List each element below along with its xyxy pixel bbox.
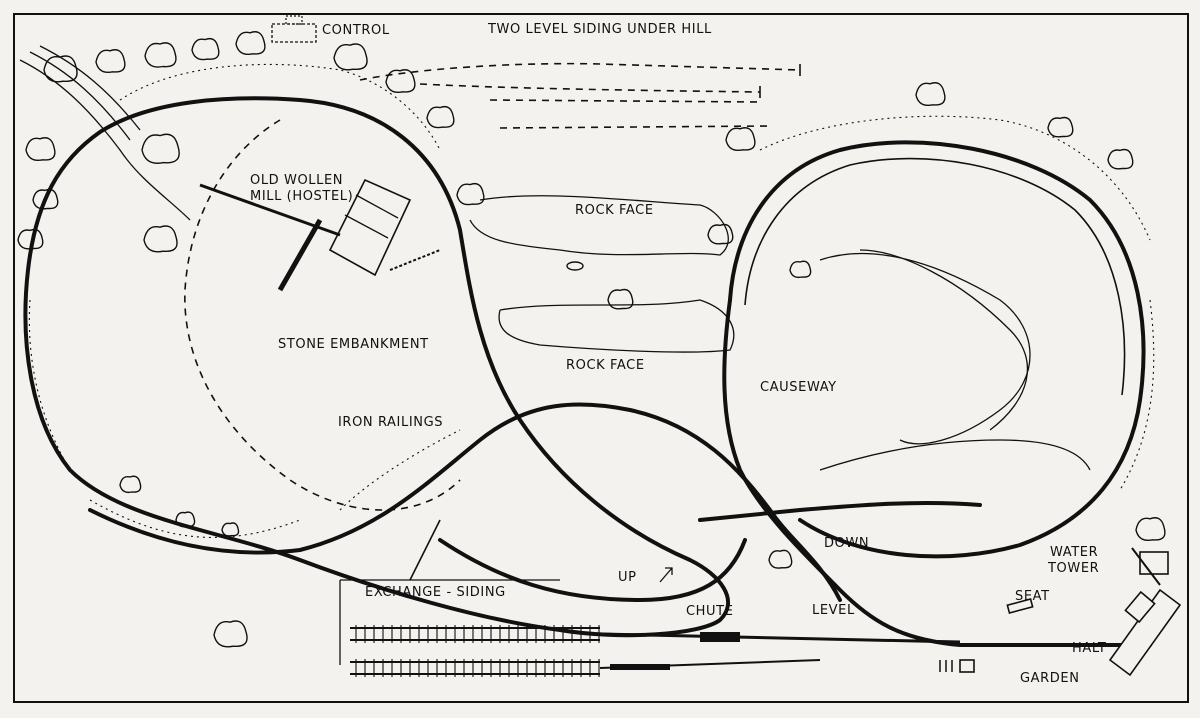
hidden-sidings — [359, 62, 801, 129]
label-chute: CHUTE — [686, 604, 734, 619]
up-arrow — [659, 567, 673, 583]
diagram-title: TWO LEVEL SIDING UNDER HILL — [487, 22, 712, 37]
tree-icon — [221, 522, 240, 537]
label-causeway: CAUSEWAY — [760, 380, 837, 395]
tree-icon — [235, 31, 266, 55]
label-exchange-siding: EXCHANGE - SIDING — [365, 585, 506, 600]
yard-sleepers — [355, 625, 600, 677]
tree-icon — [1135, 517, 1166, 541]
water-tower — [1131, 547, 1169, 586]
tree-icon — [25, 137, 56, 161]
tree-icon — [915, 82, 946, 106]
left-inner-dashed-loop — [184, 119, 461, 511]
yard-tracks — [350, 627, 961, 675]
tree-icon — [141, 133, 180, 164]
garden-gate — [939, 659, 975, 673]
tree-icon — [17, 228, 44, 250]
crossing-track — [88, 402, 842, 602]
trees — [17, 31, 1166, 648]
label-seat: SEAT — [1015, 589, 1050, 604]
tree-icon — [191, 37, 220, 61]
tree-icon — [43, 55, 78, 83]
tree-icon — [144, 42, 177, 68]
label-mill-line2: MILL (HOSTEL) — [250, 189, 353, 204]
rock-faces — [469, 195, 735, 353]
label-control: CONTROL — [322, 23, 390, 38]
tree-icon — [607, 288, 634, 310]
tree-icon — [725, 127, 756, 151]
tree-icon — [95, 49, 126, 73]
tree-icon — [333, 43, 368, 71]
tree-icon — [213, 620, 248, 648]
tree-icon — [143, 225, 178, 253]
label-stone-embankment: STONE EMBANKMENT — [278, 337, 429, 352]
baseboard-frame — [13, 13, 1189, 703]
label-rock-face-mid: ROCK FACE — [566, 358, 645, 373]
hill-contours — [819, 249, 1091, 471]
tree-icon — [789, 260, 812, 279]
exchange-siding — [339, 519, 560, 665]
tree-icon — [426, 105, 455, 129]
seat — [1006, 598, 1034, 614]
label-level: LEVEL — [812, 603, 855, 618]
tree-icon — [1107, 148, 1134, 170]
old-mill-building — [199, 178, 441, 292]
left-loop-track — [23, 96, 731, 638]
right-loop-track — [728, 140, 1146, 559]
tree-icon — [32, 188, 59, 210]
causeway-track — [722, 298, 1152, 647]
label-water: WATER — [1050, 545, 1098, 560]
tree-icon — [385, 69, 416, 93]
embankments — [28, 63, 1155, 538]
label-up: UP — [618, 570, 637, 585]
tree-icon — [456, 182, 485, 206]
control-panel — [271, 15, 317, 43]
label-halt: HALT — [1072, 641, 1106, 656]
tree-icon — [119, 475, 142, 494]
down-line-track — [698, 500, 982, 522]
up-line-track — [438, 538, 747, 603]
label-down: DOWN — [824, 536, 869, 551]
tree-icon — [175, 511, 196, 528]
label-mill-line1: OLD WOLLEN — [250, 173, 343, 188]
label-garden: GARDEN — [1020, 671, 1080, 686]
tree-icon — [1047, 116, 1074, 138]
halt-platform — [1108, 588, 1182, 677]
tree-icon — [707, 223, 734, 245]
label-tower: TOWER — [1047, 561, 1099, 576]
tree-icon — [768, 549, 793, 569]
label-iron-railings: IRON RAILINGS — [338, 415, 443, 430]
label-rock-face-top: ROCK FACE — [575, 203, 654, 218]
